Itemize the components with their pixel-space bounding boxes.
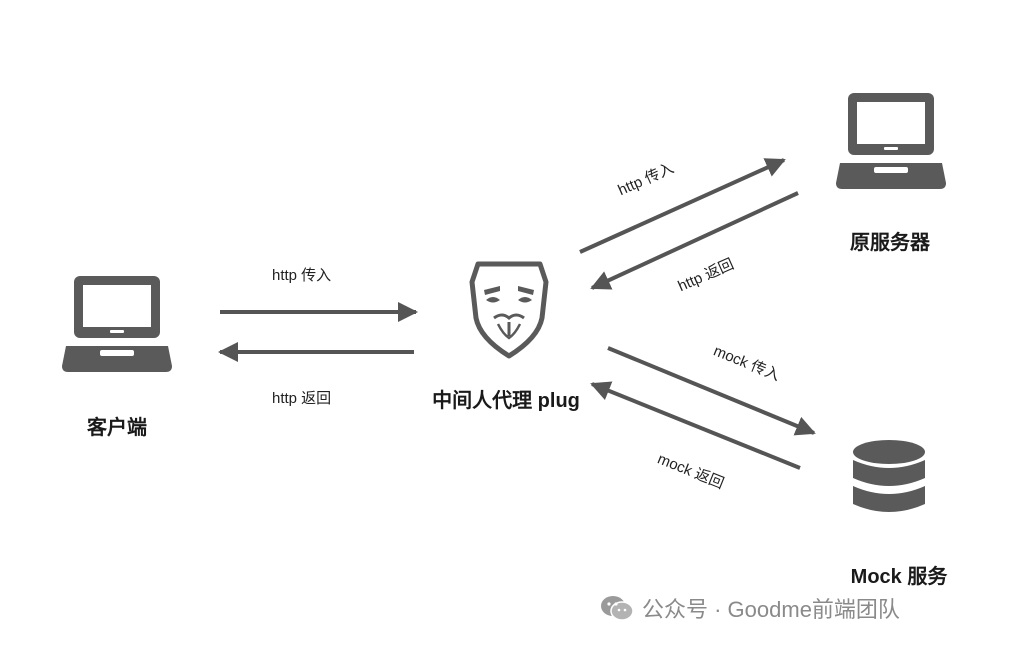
- origin-server-laptop-icon: [836, 93, 946, 189]
- watermark-text: 公众号 · Goodme前端团队: [642, 597, 900, 622]
- arrow-mock-to-proxy: [590, 381, 801, 470]
- mock-database-icon: [853, 440, 925, 512]
- origin-server-label: 原服务器: [850, 232, 930, 254]
- edge-label-client-to-proxy: http 传入: [272, 267, 332, 284]
- arrow-proxy-to-mock: [607, 346, 816, 436]
- wechat-icon: [601, 596, 634, 621]
- arrow-origin-to-proxy: [590, 191, 799, 290]
- client-laptop-icon: [62, 276, 172, 372]
- proxy-mask-icon: [469, 261, 549, 359]
- arrow-proxy-to-origin: [579, 158, 786, 254]
- proxy-label: 中间人代理 plug: [432, 390, 580, 412]
- edge-label-proxy-to-client: http 返回: [272, 390, 332, 407]
- mock-service-label: Mock 服务: [850, 566, 948, 588]
- watermark: 公众号 · Goodme前端团队: [600, 592, 900, 624]
- client-label: 客户端: [87, 417, 147, 439]
